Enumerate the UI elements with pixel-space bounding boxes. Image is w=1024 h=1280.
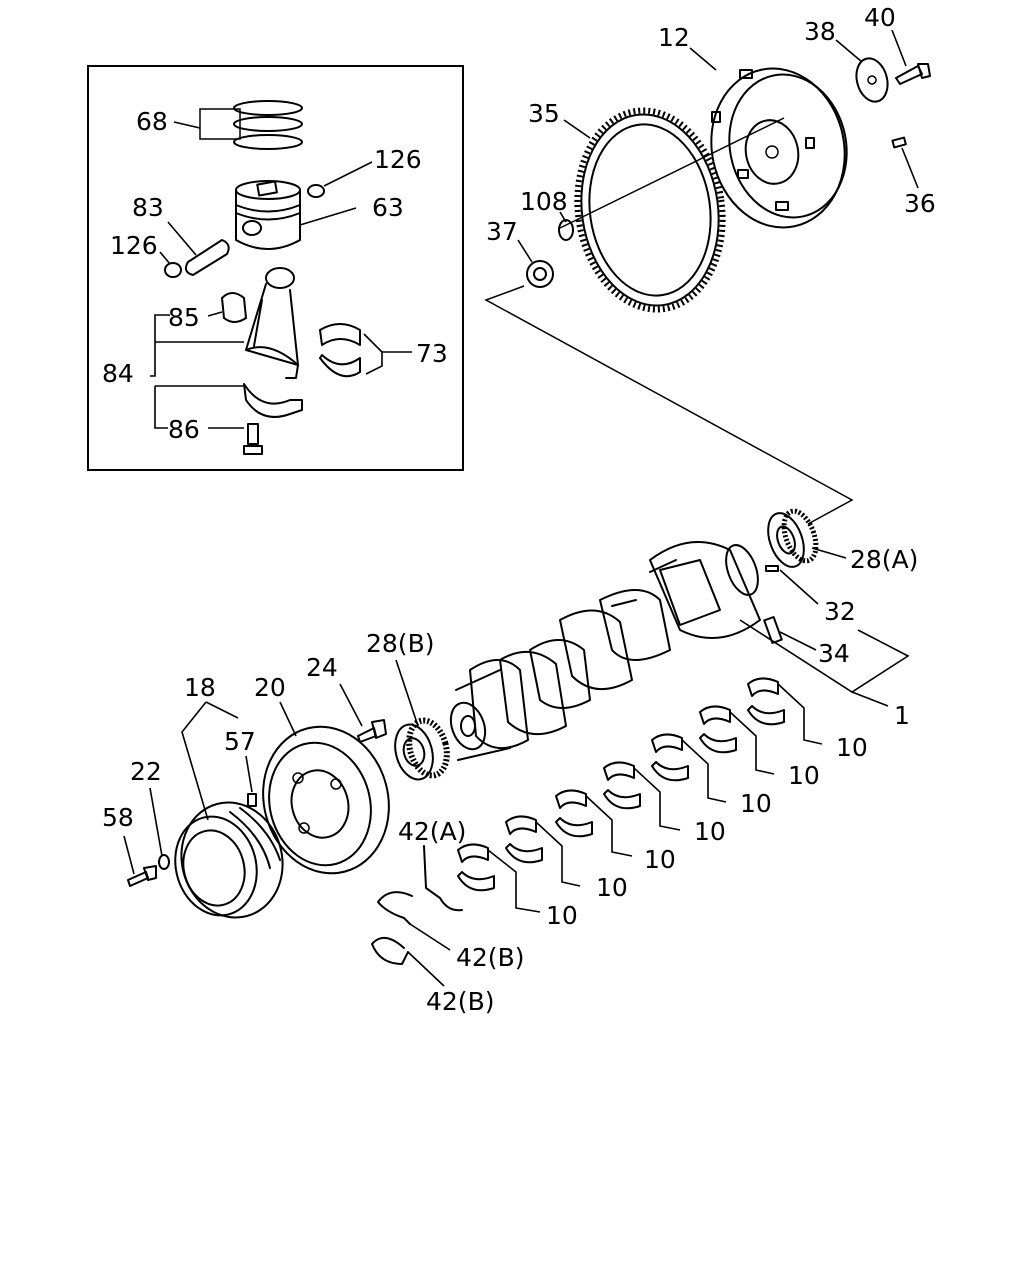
snap-ring-upper bbox=[307, 184, 325, 198]
dowel-pin bbox=[891, 136, 907, 149]
crank-leaders bbox=[339, 547, 910, 727]
main-bearing-set bbox=[603, 761, 681, 831]
main-bearing-set bbox=[747, 677, 823, 745]
pilot-bearing bbox=[526, 260, 554, 288]
main-bearing-set bbox=[505, 815, 581, 887]
thrust-washer-b1 bbox=[377, 891, 413, 925]
label-10: 10 bbox=[596, 873, 628, 902]
ring-gear bbox=[574, 107, 726, 313]
thrust-washers bbox=[371, 845, 463, 987]
label-86: 86 bbox=[168, 415, 200, 444]
label-42b-lower: 42(B) bbox=[426, 987, 494, 1016]
label-37: 37 bbox=[486, 217, 518, 246]
label-1: 1 bbox=[894, 701, 910, 730]
label-84: 84 bbox=[102, 359, 134, 388]
inset-leaders bbox=[150, 121, 412, 429]
label-10: 10 bbox=[740, 789, 772, 818]
label-12: 12 bbox=[658, 23, 690, 52]
label-68: 68 bbox=[136, 107, 168, 136]
label-126-lower: 126 bbox=[110, 231, 158, 260]
rod-bolt bbox=[243, 423, 263, 455]
label-10: 10 bbox=[836, 733, 868, 762]
thrust-washer-a bbox=[423, 845, 463, 912]
label-40: 40 bbox=[864, 3, 896, 32]
label-58: 58 bbox=[102, 803, 134, 832]
pulley-bolt bbox=[127, 865, 157, 887]
connecting-rod bbox=[245, 267, 299, 379]
flywheel-leaders bbox=[517, 29, 919, 263]
gear-bolt bbox=[357, 719, 387, 743]
label-57: 57 bbox=[224, 727, 256, 756]
main-bearing-set bbox=[555, 789, 633, 857]
piston bbox=[235, 180, 301, 250]
crank-pin bbox=[763, 616, 783, 644]
inset-frame bbox=[87, 65, 464, 471]
main-bearing-set bbox=[699, 705, 775, 775]
assembly-line bbox=[484, 285, 854, 525]
rod-bearing-upper bbox=[319, 323, 361, 346]
main-bearing-set bbox=[651, 733, 727, 803]
main-bearing-set bbox=[457, 843, 541, 913]
label-85: 85 bbox=[168, 303, 200, 332]
flywheel-bolt bbox=[895, 63, 931, 85]
rod-bushing bbox=[221, 292, 247, 323]
rod-cap bbox=[243, 383, 303, 418]
snap-ring-lower bbox=[164, 262, 182, 278]
label-42a: 42(A) bbox=[398, 817, 466, 846]
flywheel-plate bbox=[855, 57, 889, 103]
spacer-ring bbox=[558, 219, 574, 241]
label-108: 108 bbox=[520, 187, 568, 216]
centerline-flywheel bbox=[559, 117, 785, 229]
label-83: 83 bbox=[132, 193, 164, 222]
label-32: 32 bbox=[824, 597, 856, 626]
damper-pulley bbox=[262, 725, 390, 875]
label-24: 24 bbox=[306, 653, 338, 682]
crank-gear-front bbox=[394, 717, 450, 781]
label-28a: 28(A) bbox=[850, 545, 918, 574]
label-28b: 28(B) bbox=[366, 629, 434, 658]
piston-pin bbox=[184, 239, 230, 276]
label-126-upper: 126 bbox=[374, 145, 422, 174]
flywheel bbox=[710, 67, 848, 229]
label-73: 73 bbox=[416, 339, 448, 368]
pulley-key bbox=[247, 793, 257, 807]
rod-bearing-lower bbox=[319, 354, 361, 378]
label-10: 10 bbox=[644, 845, 676, 874]
label-42b-upper: 42(B) bbox=[456, 943, 524, 972]
pulley-washer bbox=[158, 854, 170, 870]
pulley-leaders bbox=[123, 701, 297, 875]
label-63: 63 bbox=[372, 193, 404, 222]
label-10: 10 bbox=[694, 817, 726, 846]
label-20: 20 bbox=[254, 673, 286, 702]
main-bearings bbox=[457, 677, 823, 913]
crank-key bbox=[765, 565, 779, 572]
crank-gear-rear bbox=[767, 508, 819, 568]
label-10: 10 bbox=[788, 761, 820, 790]
crankshaft bbox=[449, 541, 761, 761]
label-18: 18 bbox=[184, 673, 216, 702]
label-36: 36 bbox=[904, 189, 936, 218]
crank-pulley bbox=[174, 801, 284, 919]
label-34: 34 bbox=[818, 639, 850, 668]
label-10: 10 bbox=[546, 901, 578, 930]
label-22: 22 bbox=[130, 757, 162, 786]
thrust-washer-b2 bbox=[371, 937, 409, 965]
part-labels: 12 38 40 35 108 37 36 68 126 83 63 126 8… bbox=[102, 3, 936, 1016]
label-35: 35 bbox=[528, 99, 560, 128]
piston-rings bbox=[199, 100, 303, 150]
label-38: 38 bbox=[804, 17, 836, 46]
